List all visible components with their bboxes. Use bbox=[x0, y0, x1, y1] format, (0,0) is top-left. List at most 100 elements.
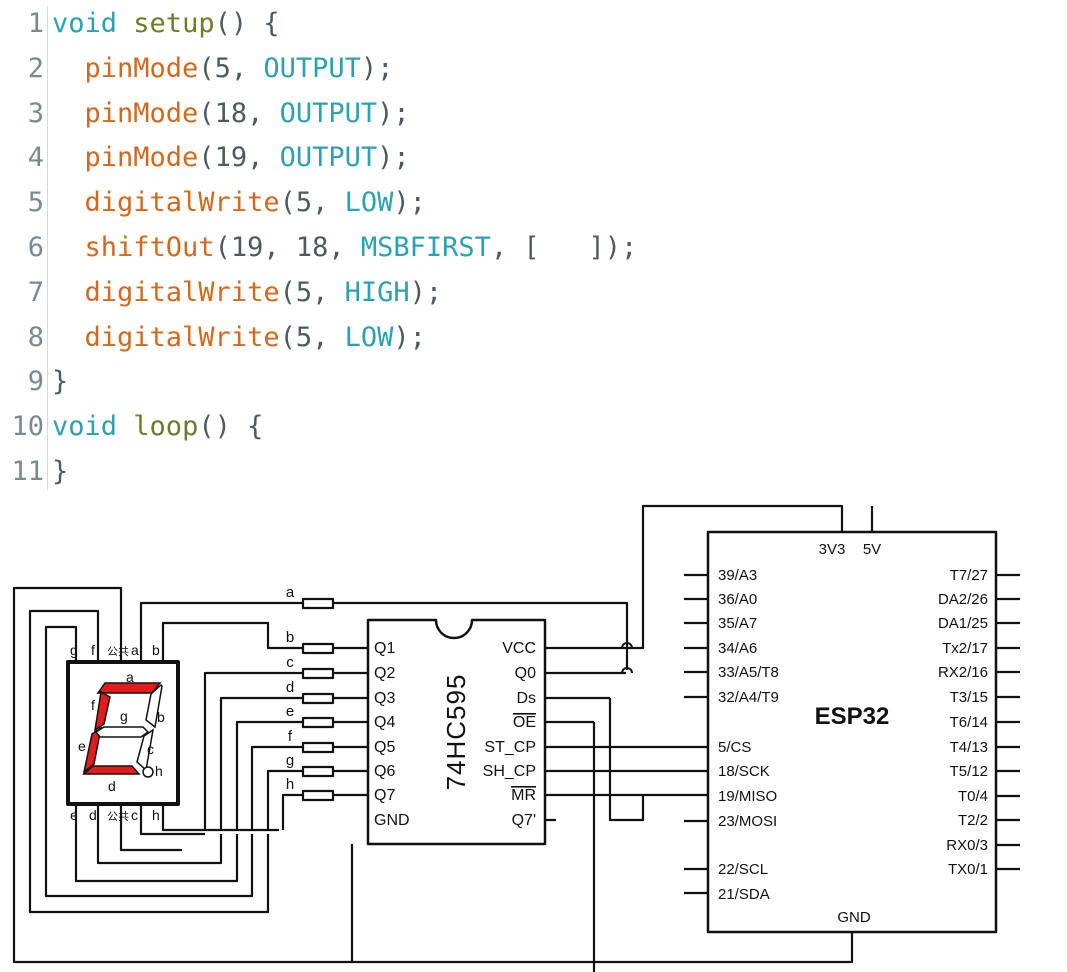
code-token: digitalWrite bbox=[84, 276, 280, 308]
code-token: , [ ]); bbox=[490, 232, 638, 263]
code-line: pinMode(19, OUTPUT); bbox=[52, 136, 410, 180]
code-token: digitalWrite bbox=[84, 187, 280, 219]
segment-label: f bbox=[91, 697, 95, 713]
code-token bbox=[52, 98, 85, 129]
esp32-left-pin: 5/CS bbox=[718, 739, 751, 756]
code-token bbox=[52, 232, 85, 263]
esp32-right-pin: RX2/16 bbox=[938, 664, 988, 681]
shift-register-right-pin: ST_CP bbox=[484, 739, 536, 756]
code-token: } bbox=[52, 456, 69, 487]
code-token: (5, bbox=[198, 52, 264, 84]
segment-label: b bbox=[157, 709, 165, 725]
esp32-right-pin: T7/27 bbox=[950, 567, 988, 584]
esp32-left-pin: 21/SDA bbox=[718, 886, 770, 903]
display-bottom-pin-label: h bbox=[152, 807, 160, 823]
line-number: 8 bbox=[27, 321, 44, 353]
line-number: 6 bbox=[27, 232, 44, 263]
shift-register-left-pin: Q1 bbox=[374, 640, 395, 657]
code-token bbox=[52, 322, 85, 353]
code-token: (18, bbox=[198, 97, 280, 129]
code-line: void setup() { bbox=[52, 2, 280, 46]
line-number: 7 bbox=[27, 276, 44, 308]
code-token bbox=[117, 411, 133, 442]
code-token: setup bbox=[133, 8, 215, 39]
segment-label: a bbox=[126, 669, 134, 685]
esp32-right-pin: RX0/3 bbox=[946, 837, 988, 854]
shift-register-left-pin: Q6 bbox=[374, 763, 395, 780]
esp32-left-pin: 19/MISO bbox=[718, 788, 777, 805]
code-line: shiftOut(19, 18, MSBFIRST, [ ]); bbox=[52, 226, 638, 270]
esp32-right-pin: DA1/25 bbox=[938, 615, 988, 632]
segments bbox=[82, 682, 163, 778]
resistor-label: f bbox=[288, 728, 293, 745]
display-top-pin-label: g bbox=[70, 642, 78, 658]
code-token: OUTPUT bbox=[279, 142, 378, 174]
code-token: () { bbox=[198, 411, 264, 443]
code-token: digitalWrite bbox=[84, 321, 280, 353]
display-top-pin-label: 公共 bbox=[107, 645, 129, 658]
line-number: 10 bbox=[11, 411, 44, 443]
code-token: void bbox=[52, 411, 118, 443]
shift-register-name: 74HC595 bbox=[441, 674, 471, 791]
shift-register-right-pin: Ds bbox=[516, 690, 536, 707]
resistor-label: d bbox=[286, 679, 294, 696]
code-token: ); bbox=[409, 276, 443, 308]
resistor-label: c bbox=[286, 654, 294, 671]
code-token: loop bbox=[133, 411, 199, 443]
code-token: pinMode bbox=[84, 142, 199, 174]
shift-register-left-pin: Q3 bbox=[374, 690, 395, 707]
code-token: (5, bbox=[279, 321, 345, 353]
code-token: shiftOut bbox=[84, 232, 215, 263]
code-line: } bbox=[52, 450, 68, 494]
code-line: digitalWrite(5, LOW); bbox=[52, 316, 426, 360]
code-line: pinMode(18, OUTPUT); bbox=[52, 92, 410, 136]
code-line: digitalWrite(5, LOW); bbox=[52, 181, 426, 225]
display-bottom-pin-label: c bbox=[131, 807, 138, 823]
code-token: OUTPUT bbox=[279, 97, 378, 129]
display-bottom-pin-label: d bbox=[89, 807, 97, 823]
code-token: () { bbox=[214, 8, 280, 39]
code-token: ); bbox=[377, 142, 410, 174]
esp32-right-pin: T3/15 bbox=[950, 689, 988, 706]
code-token: OUTPUT bbox=[263, 52, 361, 84]
esp32-top-pin: 5V bbox=[863, 541, 881, 558]
resistor-label: a bbox=[286, 584, 295, 601]
shift-register-right-pin: SH_CP bbox=[483, 763, 536, 780]
code-token bbox=[52, 277, 85, 308]
shift-register-right-pin: MR bbox=[511, 787, 536, 804]
esp32-left-pin: 32/A4/T9 bbox=[718, 689, 779, 706]
segment-label: c bbox=[147, 741, 154, 757]
esp32-left-pin: 33/A5/T8 bbox=[718, 664, 779, 681]
code-token: (19, bbox=[198, 142, 280, 174]
esp32-right-pin: T0/4 bbox=[958, 788, 988, 805]
esp32-right-pin: TX0/1 bbox=[948, 861, 988, 878]
esp32-right-pin: DA2/26 bbox=[938, 591, 988, 608]
shift-register-left-pin: GND bbox=[374, 812, 410, 829]
display-top-pin-label: f bbox=[91, 642, 95, 658]
code-token bbox=[52, 142, 85, 173]
seven-segment-body bbox=[66, 660, 180, 806]
code-token: pinMode bbox=[84, 52, 199, 84]
line-number: 1 bbox=[27, 8, 44, 39]
display-top-pin-label: b bbox=[152, 642, 160, 658]
code-line: void loop() { bbox=[52, 405, 263, 449]
segment-f bbox=[93, 690, 111, 732]
circuit-diagram: gf公共abed公共chabcdefghabcdefghQ1Q2Q3Q4Q5Q6… bbox=[12, 504, 1020, 972]
esp32-left-pin: 34/A6 bbox=[718, 640, 757, 657]
code-token: (19, 18, bbox=[214, 232, 361, 263]
segment-label: g bbox=[120, 708, 128, 724]
code-line: } bbox=[52, 360, 68, 404]
shift-register-right-pin: Q7' bbox=[512, 812, 536, 829]
segment-label: h bbox=[155, 763, 163, 779]
display-top-pin-label: a bbox=[131, 642, 139, 658]
code-token: LOW bbox=[344, 187, 394, 219]
code-token: MSBFIRST bbox=[360, 232, 491, 263]
line-number: 9 bbox=[27, 366, 44, 398]
code-token: ); bbox=[393, 321, 426, 353]
segment-g bbox=[94, 726, 150, 738]
code-token: void bbox=[52, 8, 118, 39]
esp32-right-pin: T2/2 bbox=[958, 812, 988, 829]
code-token: } bbox=[52, 366, 69, 398]
shift-register-right-pin: VCC bbox=[502, 640, 536, 657]
